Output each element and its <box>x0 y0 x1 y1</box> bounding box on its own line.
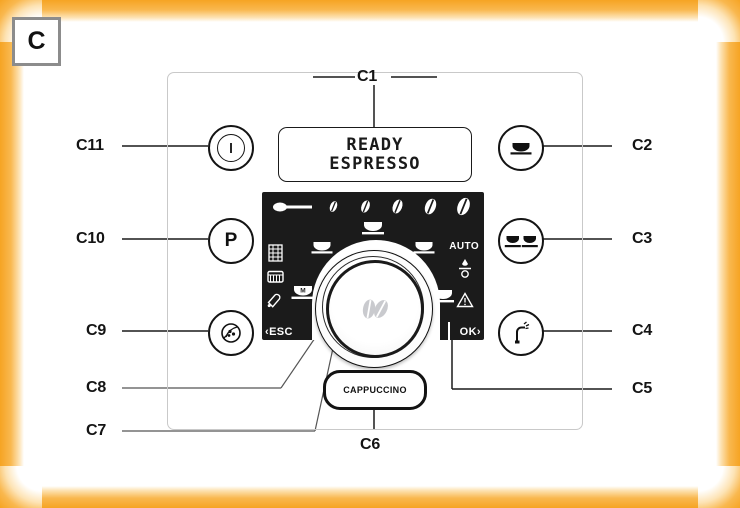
callout-c6: C6 <box>360 436 381 453</box>
cappuccino-button-label: CAPPUCCINO <box>343 385 407 395</box>
callout-c9: C9 <box>86 322 107 339</box>
small-cup-icon <box>311 242 333 254</box>
ok-divider <box>448 322 450 340</box>
strength-indicator-row <box>272 197 474 216</box>
bean-4-icon <box>424 198 437 215</box>
callout-c4: C4 <box>632 322 653 339</box>
grinder-adjust-icon <box>268 244 283 262</box>
mug-cup-icon <box>432 290 454 303</box>
bean-2-icon <box>361 200 370 213</box>
warning-icon <box>456 292 474 308</box>
single-cup-button[interactable] <box>498 125 544 171</box>
ok-label[interactable]: OK› <box>459 326 481 338</box>
svg-text:M: M <box>300 287 305 294</box>
bean-5-icon <box>457 197 470 216</box>
callout-c11: C11 <box>76 137 104 154</box>
frame-corner-bottom-right <box>698 466 740 508</box>
steam-wand-icon <box>515 321 530 344</box>
callout-c3: C3 <box>632 230 653 247</box>
frame-corner-top-right <box>698 0 740 42</box>
steam-swirl-icon <box>221 323 241 343</box>
frame-border-right <box>716 0 740 508</box>
callout-c8: C8 <box>86 379 107 396</box>
water-tank-icon <box>267 293 281 308</box>
coffee-beans-icon <box>362 299 388 319</box>
auto-indicator-label: AUTO <box>449 241 479 252</box>
double-cup-button[interactable] <box>498 218 544 264</box>
large-cup-icon <box>413 242 435 254</box>
knob-face <box>326 260 424 358</box>
program-button-label: P <box>224 230 238 251</box>
lcd-line-1: READY <box>346 134 404 155</box>
grinder-icon <box>273 202 312 212</box>
frame-border-top <box>0 0 740 22</box>
frame-border-bottom <box>0 486 740 508</box>
rotary-selector-knob[interactable] <box>315 250 433 368</box>
lcd-display: READY ESPRESSO <box>278 127 472 182</box>
callout-c5: C5 <box>632 380 653 397</box>
power-inner-ring <box>217 134 245 162</box>
milk-cup-icon: M <box>291 286 315 299</box>
esc-label[interactable]: ‹ESC <box>265 326 293 338</box>
bean-1-icon <box>329 201 338 212</box>
callout-c1: C1 <box>357 68 378 85</box>
power-button[interactable] <box>208 125 254 171</box>
frame-border-left <box>0 0 24 508</box>
callout-c2: C2 <box>632 137 653 154</box>
medium-cup-icon <box>362 222 384 235</box>
callout-c10: C10 <box>76 230 105 247</box>
drip-tray-icon <box>267 270 284 283</box>
machine-body-outline <box>167 72 583 430</box>
single-cup-icon <box>510 142 532 154</box>
steam-clean-button[interactable] <box>208 310 254 356</box>
program-button[interactable]: P <box>208 218 254 264</box>
figure-badge: C <box>12 17 61 66</box>
bean-3-icon <box>392 199 403 214</box>
double-cup-icon <box>504 235 538 247</box>
callout-c7: C7 <box>86 422 107 439</box>
cappuccino-button[interactable]: CAPPUCCINO <box>323 370 427 410</box>
frame-corner-bottom-left <box>0 466 42 508</box>
hot-water-button[interactable] <box>498 310 544 356</box>
lcd-line-2: ESPRESSO <box>329 153 421 174</box>
descale-icon <box>459 259 471 278</box>
